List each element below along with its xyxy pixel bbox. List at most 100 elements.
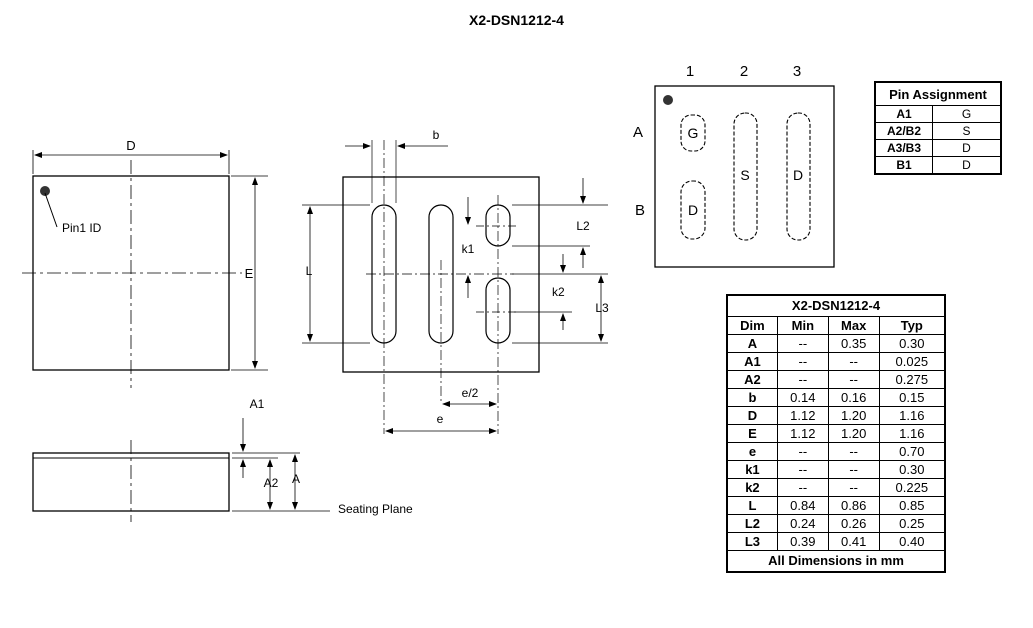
dimensions-footer: All Dimensions in mm xyxy=(726,550,946,573)
function-cell: G xyxy=(932,105,1002,123)
table-row: A2/B2 S xyxy=(874,122,1002,140)
label-e-pitch: e xyxy=(437,412,444,426)
dim-cell: D xyxy=(726,406,778,425)
label-e-half: e/2 xyxy=(462,386,479,400)
pin1-leader xyxy=(44,192,58,228)
column-label-1: 1 xyxy=(686,63,694,80)
min-cell: -- xyxy=(776,478,829,497)
pin-assignment-header: Pin Assignment xyxy=(874,81,1002,106)
label-b: b xyxy=(433,128,440,142)
pad-d-b1 xyxy=(680,180,706,240)
dim-cell: b xyxy=(726,388,778,407)
typ-cell: 0.85 xyxy=(878,496,946,515)
side-view: A1 A2 A Seating Plane xyxy=(32,397,413,522)
min-cell: 1.12 xyxy=(776,424,829,443)
typ-cell: 0.025 xyxy=(878,352,946,371)
dim-cell: L xyxy=(726,496,778,515)
typ-cell: 0.15 xyxy=(878,388,946,407)
max-cell: 0.86 xyxy=(827,496,880,515)
header-min: Min xyxy=(776,316,829,335)
table-row: k2----0.225 xyxy=(726,478,946,497)
pin-cell: A3/B3 xyxy=(874,139,933,157)
column-label-2: 2 xyxy=(740,63,748,80)
label-l: L xyxy=(306,264,313,278)
table-row: B1 D xyxy=(874,156,1002,175)
table-row: A1 G xyxy=(874,105,1002,123)
seating-plane-label: Seating Plane xyxy=(338,502,413,516)
max-cell: -- xyxy=(827,352,880,371)
column-label-3: 3 xyxy=(793,63,801,80)
max-cell: 1.20 xyxy=(827,424,880,443)
pin1-dot xyxy=(40,186,50,196)
max-cell: -- xyxy=(827,478,880,497)
pad-g xyxy=(680,114,706,152)
typ-cell: 0.40 xyxy=(878,532,946,551)
max-cell: -- xyxy=(827,460,880,479)
typ-cell: 1.16 xyxy=(878,406,946,425)
pad-s-label: S xyxy=(740,167,749,183)
label-d: D xyxy=(126,138,135,153)
label-a2: A2 xyxy=(264,476,279,490)
bottom-view: b L k1 L2 k2 L3 e/2 e xyxy=(302,128,609,434)
pin-cell: A1 xyxy=(874,105,933,123)
dim-cell: A1 xyxy=(726,352,778,371)
label-l2: L2 xyxy=(576,219,590,233)
table-row: e----0.70 xyxy=(726,442,946,461)
dim-cell: A xyxy=(726,334,778,353)
dimensions-caption: X2-DSN1212-4 xyxy=(726,294,946,317)
dim-cell: L3 xyxy=(726,532,778,551)
min-cell: -- xyxy=(776,442,829,461)
table-row: A3/B3 D xyxy=(874,139,1002,157)
dim-cell: k1 xyxy=(726,460,778,479)
typ-cell: 0.30 xyxy=(878,334,946,353)
function-cell: D xyxy=(932,156,1002,175)
min-cell: -- xyxy=(776,352,829,371)
function-cell: D xyxy=(932,139,1002,157)
pin1-label: Pin1 ID xyxy=(62,221,102,235)
max-cell: 0.41 xyxy=(827,532,880,551)
row-label-b: B xyxy=(635,202,645,219)
label-l3: L3 xyxy=(595,301,609,315)
min-cell: -- xyxy=(776,370,829,389)
pinout-outline xyxy=(654,85,835,268)
pin-cell: B1 xyxy=(874,156,933,175)
min-cell: -- xyxy=(776,460,829,479)
pin-assignment-table: Pin Assignment A1 G A2/B2 S A3/B3 D B1 D xyxy=(874,81,1002,175)
label-k1: k1 xyxy=(462,242,475,256)
dim-cell: L2 xyxy=(726,514,778,533)
pinout-diagram: G D S D 1 2 3 A B xyxy=(633,63,835,268)
max-cell: -- xyxy=(827,442,880,461)
dim-cell: E xyxy=(726,424,778,443)
min-cell: 0.14 xyxy=(776,388,829,407)
min-cell: 0.84 xyxy=(776,496,829,515)
max-cell: 0.16 xyxy=(827,388,880,407)
header-dim: Dim xyxy=(726,316,778,335)
max-cell: 0.35 xyxy=(827,334,880,353)
pin-cell: A2/B2 xyxy=(874,122,933,140)
drawing-title: X2-DSN1212-4 xyxy=(469,12,564,28)
top-view: D E Pin1 ID xyxy=(22,138,268,388)
function-cell: S xyxy=(932,122,1002,140)
pad-g-label: G xyxy=(688,125,699,141)
row-label-a: A xyxy=(633,124,643,141)
max-cell: -- xyxy=(827,370,880,389)
min-cell: 0.39 xyxy=(776,532,829,551)
header-typ: Typ xyxy=(878,316,946,335)
label-a1: A1 xyxy=(250,397,265,411)
min-cell: 0.24 xyxy=(776,514,829,533)
typ-cell: 0.275 xyxy=(878,370,946,389)
max-cell: 0.26 xyxy=(827,514,880,533)
typ-cell: 0.70 xyxy=(878,442,946,461)
pad-d-col3 xyxy=(786,112,811,241)
typ-cell: 0.25 xyxy=(878,514,946,533)
pad-s xyxy=(733,112,758,241)
